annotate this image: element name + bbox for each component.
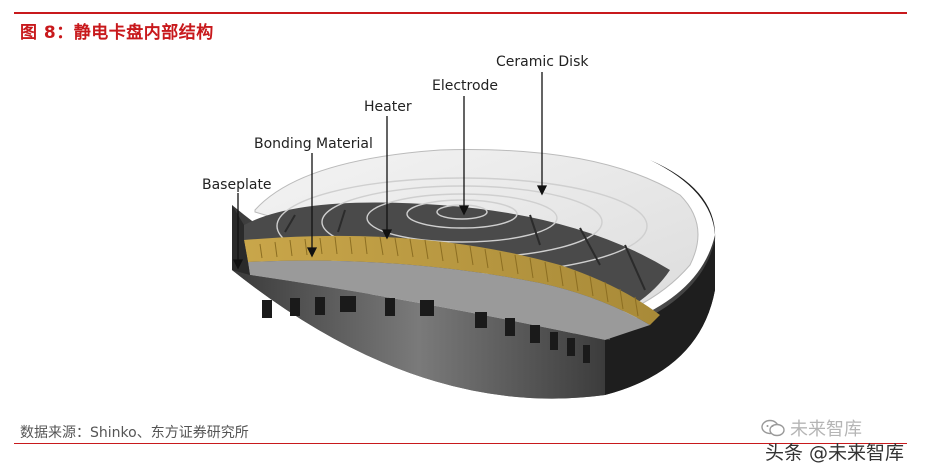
label-bonding-material: Bonding Material [254,136,373,152]
wechat-icon [760,418,786,438]
label-heater: Heater [364,99,412,115]
watermark-line2: 头条 @未来智库 [765,438,904,465]
label-electrode: Electrode [432,78,498,94]
figure-source: 数据来源：Shinko、东方证券研究所 [20,422,249,442]
label-baseplate: Baseplate [202,177,272,193]
label-ceramic-disk: Ceramic Disk [496,54,588,70]
